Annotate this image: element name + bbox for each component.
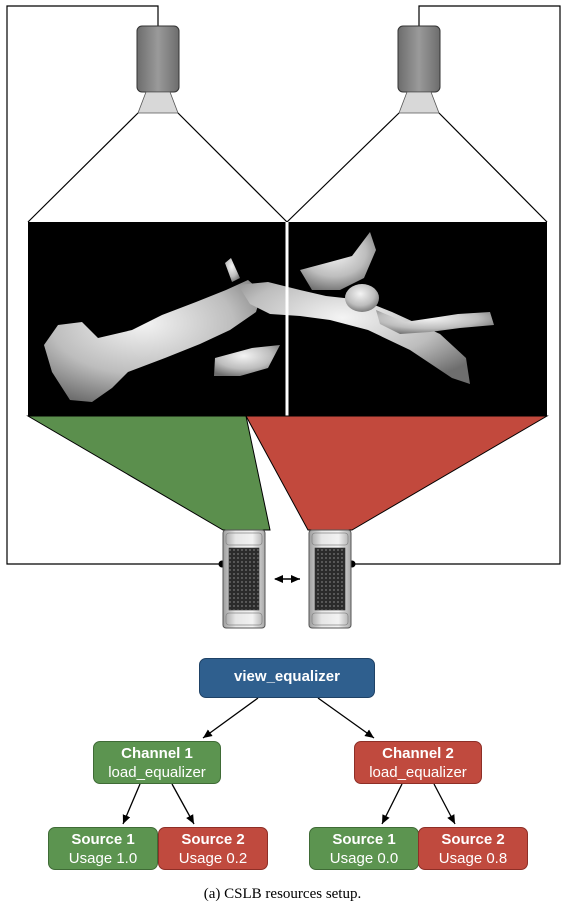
node-ch1-source-1: Source 1 Usage 1.0 (48, 827, 158, 870)
node-channel-1-subtitle: load_equalizer (94, 763, 220, 782)
node-ch2-source-2-usage: Usage 0.8 (419, 849, 527, 868)
node-ch1-source-1-usage: Usage 1.0 (49, 849, 157, 868)
node-channel-2-subtitle: load_equalizer (355, 763, 481, 782)
figure-caption: (a) CSLB resources setup. (0, 886, 565, 903)
node-channel-2-title: Channel 2 (355, 744, 481, 763)
node-ch1-source-2: Source 2 Usage 0.2 (158, 827, 268, 870)
projector-left (137, 26, 179, 113)
node-ch1-source-1-title: Source 1 (49, 830, 157, 849)
region-red (246, 416, 547, 530)
region-green (28, 416, 270, 530)
node-view-equalizer: view_equalizer (199, 658, 375, 698)
computer-left (223, 530, 265, 628)
node-ch2-source-1: Source 1 Usage 0.0 (309, 827, 419, 870)
projection-frusta (28, 113, 547, 222)
node-ch1-source-2-title: Source 2 (159, 830, 267, 849)
node-ch2-source-2: Source 2 Usage 0.8 (418, 827, 528, 870)
computer-right (309, 530, 351, 628)
node-ch2-source-1-usage: Usage 0.0 (310, 849, 418, 868)
node-ch2-source-1-title: Source 1 (310, 830, 418, 849)
node-ch1-source-2-usage: Usage 0.2 (159, 849, 267, 868)
node-ch2-source-2-title: Source 2 (419, 830, 527, 849)
node-channel-1: Channel 1 load_equalizer (93, 741, 221, 784)
node-channel-1-title: Channel 1 (94, 744, 220, 763)
node-channel-2: Channel 2 load_equalizer (354, 741, 482, 784)
projector-right (398, 26, 440, 113)
node-view-equalizer-label: view_equalizer (200, 659, 374, 695)
